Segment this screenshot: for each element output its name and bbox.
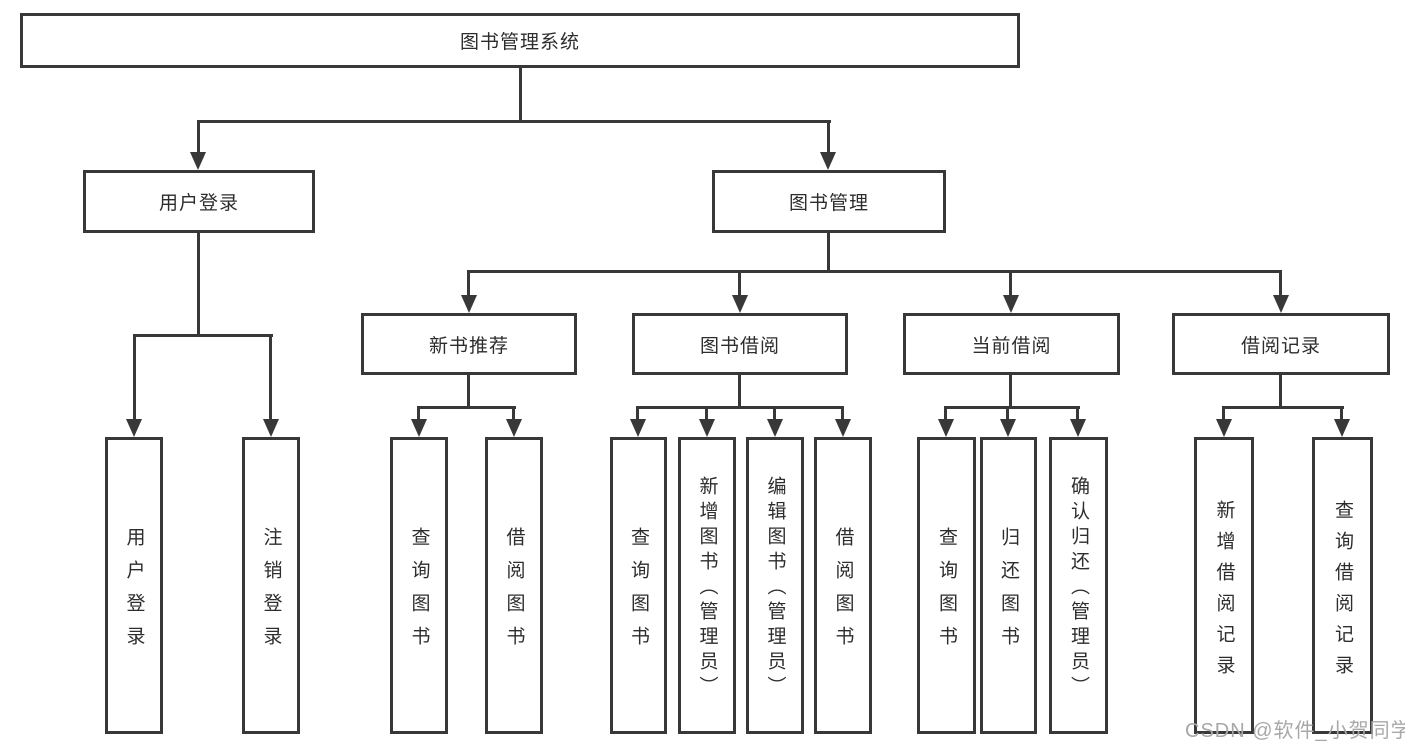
leaf-label: 借阅图书 (503, 526, 525, 659)
arrow-down-icon (835, 419, 851, 437)
arrow-down-icon (126, 419, 142, 437)
arrow-down-icon (506, 419, 522, 437)
leaf-logout-login: 注销登录 (242, 437, 300, 734)
node-current-borrowing: 当前借阅 (903, 313, 1120, 375)
arrow-down-icon (1273, 295, 1289, 313)
arrow-down-icon (1003, 295, 1019, 313)
node-label: 借阅记录 (1240, 335, 1321, 357)
leaf-borrow-books-borrowing: 借阅图书 (814, 437, 872, 734)
node-label: 当前借阅 (971, 335, 1052, 357)
leaf-label: 确认归还（管理员） (1068, 476, 1089, 701)
connector-drop (1006, 406, 1009, 421)
connector-drop (827, 120, 830, 153)
connector-stem (1279, 375, 1282, 408)
leaf-query-books-borrowing: 查询图书 (610, 437, 667, 734)
arrow-down-icon (1216, 419, 1232, 437)
node-label: 图书借阅 (699, 335, 780, 357)
connector-drop (269, 334, 272, 419)
leaf-label: 借阅图书 (832, 526, 854, 659)
leaf-label: 新增图书（管理员） (696, 476, 718, 701)
arrow-down-icon (190, 152, 206, 170)
node-borrowing-records: 借阅记录 (1172, 313, 1390, 375)
node-label: 图书管理系统 (459, 32, 580, 53)
node-user-login: 用户登录 (83, 170, 315, 233)
connector-rail (417, 406, 516, 409)
connector-rail (636, 406, 844, 409)
leaf-label: 注销登录 (260, 526, 282, 659)
arrow-down-icon (1070, 419, 1086, 437)
connector-drop (1340, 406, 1343, 421)
connector-drop (133, 334, 136, 419)
leaf-label: 归还图书 (998, 526, 1019, 659)
node-book-borrowing: 图书借阅 (632, 313, 848, 375)
connector-drop (1222, 406, 1225, 421)
connector-drop (417, 406, 420, 421)
arrow-down-icon (732, 295, 748, 313)
csdn-watermark: CSDN @软件_小贺同学 (1185, 720, 1405, 742)
connector-stem (1009, 375, 1012, 408)
connector-stem (827, 233, 830, 273)
connector-rail (468, 270, 1282, 273)
arrow-down-icon (767, 419, 783, 437)
connector-drop (1009, 270, 1012, 297)
connector-drop (467, 270, 470, 297)
leaf-add-borrow-record: 新增借阅记录 (1194, 437, 1254, 734)
leaf-edit-books-admin: 编辑图书（管理员） (746, 437, 804, 734)
node-label: 图书管理 (788, 193, 869, 214)
arrow-down-icon (820, 152, 836, 170)
connector-drop (1076, 406, 1079, 421)
leaf-label: 查询图书 (408, 526, 430, 659)
connector-rail (944, 406, 1080, 409)
arrow-down-icon (938, 419, 954, 437)
leaf-borrow-books-recommend: 借阅图书 (485, 437, 543, 734)
leaf-label: 编辑图书（管理员） (764, 476, 786, 701)
connector-drop (738, 270, 741, 297)
connector-drop (705, 406, 708, 421)
node-library-management-system: 图书管理系统 (20, 13, 1020, 68)
leaf-confirm-return-admin: 确认归还（管理员） (1049, 437, 1108, 734)
node-new-book-recommend: 新书推荐 (361, 313, 577, 375)
connector-drop (636, 406, 639, 421)
connector-drop (944, 406, 947, 421)
arrow-down-icon (699, 419, 715, 437)
arrow-down-icon (630, 419, 646, 437)
arrow-down-icon (263, 419, 279, 437)
leaf-return-books: 归还图书 (980, 437, 1037, 734)
connector-root-rail (197, 120, 831, 123)
connector-drop (773, 406, 776, 421)
leaf-query-books-current: 查询图书 (917, 437, 976, 734)
connector-drop (1279, 270, 1282, 297)
leaf-label: 用户登录 (123, 526, 145, 659)
connector-drop (197, 120, 200, 153)
node-label: 用户登录 (158, 193, 239, 214)
node-label: 新书推荐 (428, 335, 509, 357)
connector-rail (133, 334, 273, 337)
arrow-down-icon (411, 419, 427, 437)
connector-stem (197, 233, 200, 336)
leaf-label: 查询图书 (936, 526, 957, 659)
connector-stem (467, 375, 470, 408)
leaf-label: 查询借阅记录 (1332, 499, 1353, 686)
connector-drop (512, 406, 515, 421)
connector-stem (738, 375, 741, 408)
arrow-down-icon (1000, 419, 1016, 437)
leaf-label: 新增借阅记录 (1213, 499, 1235, 686)
leaf-query-books-recommend: 查询图书 (390, 437, 448, 734)
connector-rail (1222, 406, 1344, 409)
arrow-down-icon (461, 295, 477, 313)
leaf-add-books-admin: 新增图书（管理员） (678, 437, 736, 734)
leaf-user-login: 用户登录 (105, 437, 163, 734)
arrow-down-icon (1334, 419, 1350, 437)
leaf-query-borrow-record: 查询借阅记录 (1312, 437, 1373, 734)
connector-root-stem (519, 68, 522, 121)
node-book-management: 图书管理 (712, 170, 946, 233)
connector-drop (841, 406, 844, 421)
leaf-label: 查询图书 (628, 526, 649, 659)
